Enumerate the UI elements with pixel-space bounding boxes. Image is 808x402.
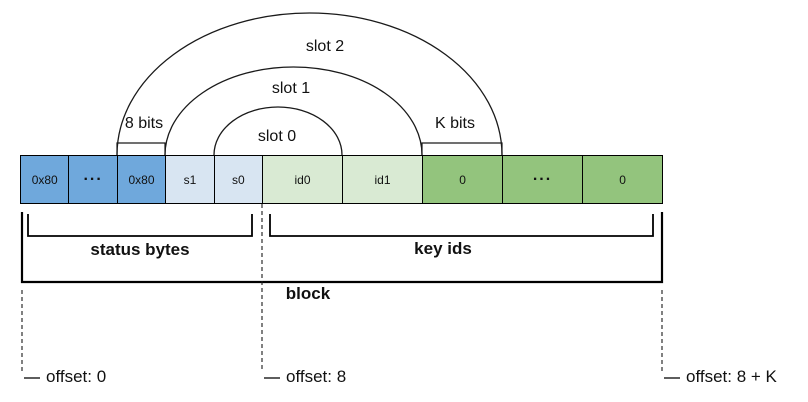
cell-zero-last: 0 (583, 156, 663, 203)
slot2-label: slot 2 (305, 38, 345, 55)
slot1-label: slot 1 (271, 80, 311, 97)
offset-8-label: offset: 8 (286, 367, 347, 386)
bits-k-label: K bits (434, 115, 475, 132)
status-bytes-brace (27, 214, 253, 237)
ellipsis-text: ... (83, 166, 103, 184)
cell-text: id1 (374, 172, 391, 187)
block-label: block (285, 284, 331, 303)
offset-0-label: offset: 0 (46, 367, 107, 386)
cell-zero-ellipsis: ... (503, 156, 584, 203)
cell-id0: id0 (263, 156, 344, 203)
bits-k-bracket (421, 142, 503, 155)
block-byte-row: 0x80 ... 0x80 s1 s0 id0 id1 0 ... 0 (20, 155, 663, 204)
bits-8-bracket (116, 142, 166, 155)
cell-s1: s1 (166, 156, 215, 203)
offset-8k-label: offset: 8 + K (686, 367, 777, 386)
cell-text: 0x80 (128, 172, 155, 187)
ellipsis-text: ... (532, 166, 553, 184)
cell-text: id0 (294, 172, 311, 187)
cell-text: 0 (619, 172, 626, 187)
cell-status-0x80-first: 0x80 (21, 156, 70, 203)
cell-text: 0x80 (31, 172, 58, 187)
key-ids-label: key ids (414, 239, 472, 258)
slot0-label: slot 0 (257, 128, 297, 145)
status-bytes-label: status bytes (90, 240, 190, 259)
cell-s0: s0 (214, 156, 264, 203)
cell-text: s0 (231, 172, 245, 187)
key-ids-brace (269, 214, 654, 237)
cell-zero-first: 0 (423, 156, 504, 203)
cell-text: 0 (459, 172, 466, 187)
cell-status-0x80-last: 0x80 (117, 156, 167, 203)
bits-8-label: 8 bits (124, 115, 164, 132)
cell-status-ellipsis: ... (69, 156, 118, 203)
cell-id1: id1 (343, 156, 424, 203)
cell-text: s1 (183, 172, 197, 187)
